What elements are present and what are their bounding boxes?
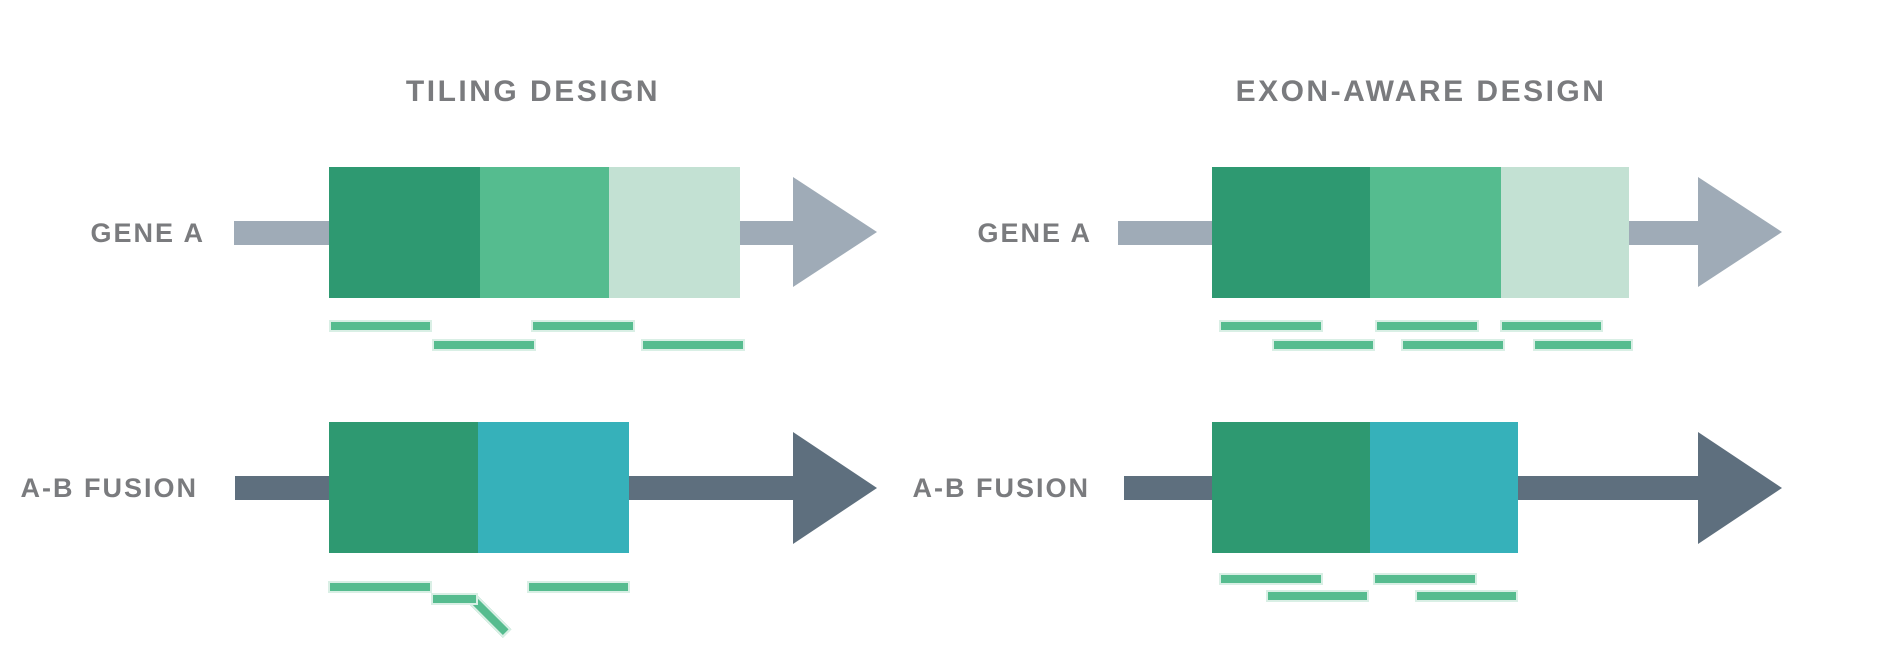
- exon-aware-gene-a-probe-bar: [1375, 320, 1479, 332]
- exon-aware-gene-a-exon-2: [1370, 167, 1501, 298]
- exon-aware-fusion-probe-bar: [1266, 590, 1369, 602]
- exon-aware-gene-a-probe-bar: [1219, 320, 1323, 332]
- tiling-fusion-probe-bar: [527, 581, 630, 593]
- tiling-gene-a-probe-bar: [329, 320, 432, 332]
- exon-aware-gene-a-probe-bar: [1533, 339, 1633, 351]
- tiling-gene-a-exon-1: [329, 167, 480, 298]
- tiling-gene-a-exon-3: [609, 167, 740, 298]
- exon-aware-gene-a-exon-1: [1212, 167, 1370, 298]
- exon-aware-gene-a-probe-bar: [1401, 339, 1505, 351]
- exon-aware-fusion-gene-b-segment: [1370, 422, 1518, 553]
- tiling-fusion-label: A-B FUSION: [20, 473, 198, 503]
- exon-aware-fusion-gene-a-segment: [1212, 422, 1370, 553]
- tiling-gene-a-probe-bar: [432, 339, 536, 351]
- tiling-fusion-probe-bar: [328, 581, 432, 593]
- exon-aware-gene-a-arrow-head-icon: [1698, 177, 1782, 287]
- tiling-gene-a-exon-2: [480, 167, 609, 298]
- panel-title-tiling: TILING DESIGN: [405, 75, 661, 108]
- tiling-gene-a-label: GENE A: [90, 218, 205, 248]
- tiling-gene-a-probe-bar: [531, 320, 635, 332]
- exon-aware-fusion-label: A-B FUSION: [912, 473, 1090, 503]
- tiling-fusion-gene-b-segment: [478, 422, 629, 553]
- exon-aware-fusion-arrow-head-icon: [1698, 432, 1782, 544]
- exon-aware-fusion-probe-bar: [1373, 573, 1477, 585]
- exon-aware-gene-a-label: GENE A: [977, 218, 1092, 248]
- tiling-gene-a-arrow-head-icon: [793, 177, 877, 287]
- exon-aware-gene-a-probe-bar: [1272, 339, 1375, 351]
- exon-aware-fusion-probe-bar: [1219, 573, 1323, 585]
- panel-title-exon-aware: EXON-AWARE DESIGN: [1235, 75, 1607, 108]
- tiling-fusion-gene-a-segment: [329, 422, 478, 553]
- tiling-gene-a-probe-bar: [641, 339, 745, 351]
- tiling-fusion-arrow-head-icon: [793, 432, 877, 544]
- exon-aware-gene-a-probe-bar: [1500, 320, 1603, 332]
- exon-aware-gene-a-exon-3: [1501, 167, 1629, 298]
- exon-aware-fusion-probe-bar: [1415, 590, 1518, 602]
- tiling-fusion-junction-probe-horizontal: [431, 593, 478, 605]
